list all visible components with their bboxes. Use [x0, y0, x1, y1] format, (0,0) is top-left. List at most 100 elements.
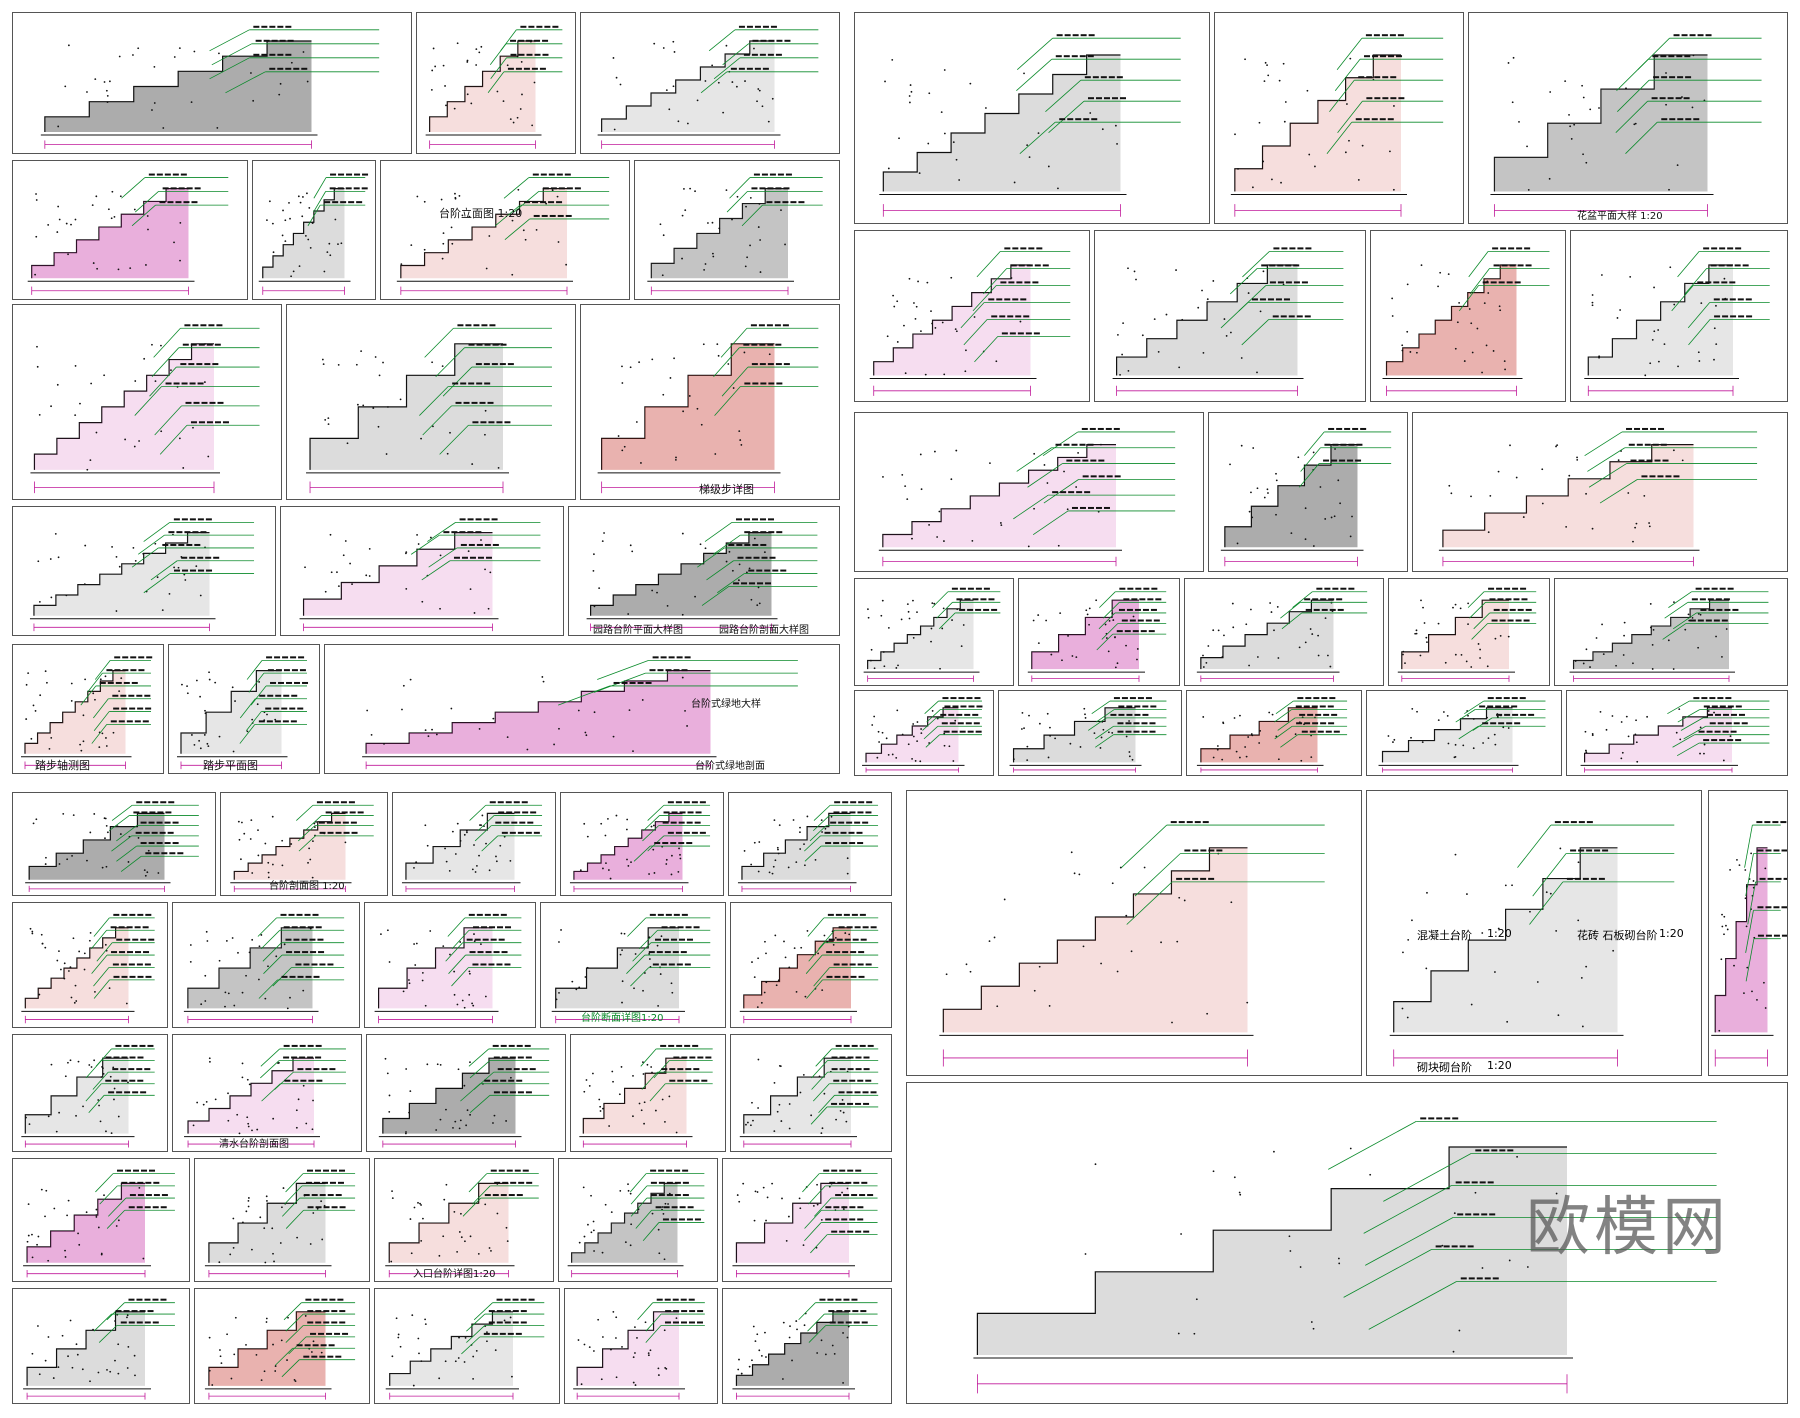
drawing-panel-34-svg: [1196, 697, 1348, 773]
drawing-panel-35: [1366, 690, 1562, 776]
drawing-panel-3-svg: [597, 25, 819, 149]
drawing-panel-47: [12, 1034, 168, 1152]
cad-linework: [396, 173, 610, 295]
drawing-panel-14-svg: [21, 656, 153, 770]
drawing-panel-59-svg: [385, 1298, 545, 1400]
label-paver-step: 花砖 石板砌台阶: [1577, 929, 1658, 942]
drawing-panel-61-svg: [732, 1298, 878, 1400]
cad-linework: [647, 173, 823, 295]
cad-linework: [1009, 697, 1167, 773]
drawing-panel-22: [1370, 230, 1566, 402]
drawing-panel-40: [560, 792, 724, 896]
drawing-panel-56: [722, 1158, 892, 1282]
drawing-panel-58: [194, 1288, 370, 1404]
drawing-panel-51: [730, 1034, 892, 1152]
drawing-panel-40-svg: [569, 801, 711, 892]
drawing-panel-15-svg: [177, 656, 309, 770]
drawing-panel-25: [1208, 412, 1408, 572]
drawing-panel-22-svg: [1382, 247, 1550, 396]
label-entrance-step: 入口台阶详图1:20: [413, 1269, 496, 1280]
drawing-panel-10: 梯级步详图: [580, 304, 840, 500]
cad-linework: [177, 656, 309, 770]
drawing-panel-62: [906, 790, 1362, 1076]
cad-linework: [863, 587, 1001, 682]
cad-linework: [1220, 427, 1392, 567]
drawing-panel-18: [1214, 12, 1464, 224]
drawing-panel-3: [580, 12, 840, 154]
cad-linework: [1397, 587, 1537, 682]
label-step-section: 台阶剖面图 1:20: [269, 881, 345, 892]
drawing-panel-55-svg: [567, 1169, 705, 1278]
drawing-panel-1: [12, 12, 412, 154]
drawing-panel-13: 园路台阶平面大样图 园路台阶剖面大样图: [568, 506, 840, 636]
drawing-panel-57-svg: [23, 1298, 175, 1400]
cad-linework: [879, 34, 1181, 217]
drawing-panel-2-svg: [425, 25, 563, 149]
drawing-panel-61: [722, 1288, 892, 1404]
cad-linework: [739, 913, 879, 1024]
cad-linework: [1438, 427, 1758, 567]
drawing-panel-20-svg: [869, 247, 1071, 396]
drawing-panel-32-svg: [862, 697, 983, 773]
drawing-panel-65: [906, 1082, 1788, 1404]
cad-linework: [230, 801, 374, 892]
drawing-panel-39-svg: [401, 801, 543, 892]
drawing-panel-29: [1184, 578, 1384, 686]
drawing-panel-21: [1094, 230, 1366, 402]
drawing-panel-64: [1708, 790, 1788, 1076]
drawing-panel-1-svg: [40, 25, 380, 149]
cad-linework: [862, 697, 983, 773]
drawing-panel-60: [564, 1288, 718, 1404]
drawing-panel-17-svg: [879, 34, 1181, 217]
drawing-panel-26: [1412, 412, 1788, 572]
drawing-panel-4-svg: [27, 173, 229, 295]
drawing-panel-35-svg: [1378, 697, 1546, 773]
cad-linework: [1569, 587, 1769, 682]
drawing-panel-21-svg: [1112, 247, 1344, 396]
drawing-panel-24: [854, 412, 1204, 572]
drawing-panel-37: [12, 792, 216, 896]
drawing-panel-49-svg: [378, 1044, 550, 1148]
drawing-panel-2: [416, 12, 576, 154]
drawing-panel-11: [12, 506, 276, 636]
drawing-panel-45: 台阶断面详图1:20: [540, 902, 726, 1028]
cad-linework: [939, 821, 1325, 1067]
cad-linework: [1196, 697, 1348, 773]
cad-linework: [732, 1298, 878, 1400]
drawing-panel-64-svg: [1711, 821, 1787, 1067]
drawing-panel-53-svg: [204, 1169, 356, 1278]
drawing-panel-8-svg: [30, 324, 260, 494]
drawing-panel-24-svg: [878, 427, 1176, 567]
label-path-plan: 园路台阶平面大样图: [593, 625, 683, 636]
cad-linework: [1584, 247, 1770, 396]
cad-linework: [21, 656, 153, 770]
label-scale-3: 1:20: [1487, 1059, 1512, 1072]
drawing-panel-55: [558, 1158, 718, 1282]
drawing-panel-25-svg: [1220, 427, 1392, 567]
drawing-panel-43-svg: [183, 913, 345, 1024]
drawing-panel-45-svg: [551, 913, 711, 1024]
cad-linework: [27, 173, 229, 295]
drawing-panel-60-svg: [573, 1298, 705, 1400]
drawing-panel-52-svg: [23, 1169, 175, 1278]
cad-linework: [1230, 34, 1444, 217]
cad-linework: [878, 427, 1176, 567]
drawing-panel-53: [194, 1158, 370, 1282]
label-path-section: 园路台阶剖面大样图: [719, 625, 809, 636]
drawing-panel-28-svg: [1027, 587, 1167, 682]
drawing-panel-12: [280, 506, 564, 636]
cad-linework: [732, 1169, 878, 1278]
drawing-panel-16: 台阶式绿地大样 台阶式绿地剖面: [324, 644, 840, 774]
cad-linework: [1027, 587, 1167, 682]
cad-linework: [1382, 247, 1550, 396]
drawing-panel-8: [12, 304, 282, 500]
drawing-panel-4: [12, 160, 248, 300]
drawing-panel-26-svg: [1438, 427, 1758, 567]
drawing-panel-31-svg: [1569, 587, 1769, 682]
watermark: 欧模网: [1526, 1191, 1730, 1265]
drawing-panel-31: [1554, 578, 1788, 686]
label-stair-detail: 梯级步详图: [699, 483, 754, 496]
label-block-step: 砌块砌台阶: [1417, 1061, 1472, 1074]
drawing-panel-38: 台阶剖面图 1:20: [220, 792, 388, 896]
cad-linework: [567, 1169, 705, 1278]
